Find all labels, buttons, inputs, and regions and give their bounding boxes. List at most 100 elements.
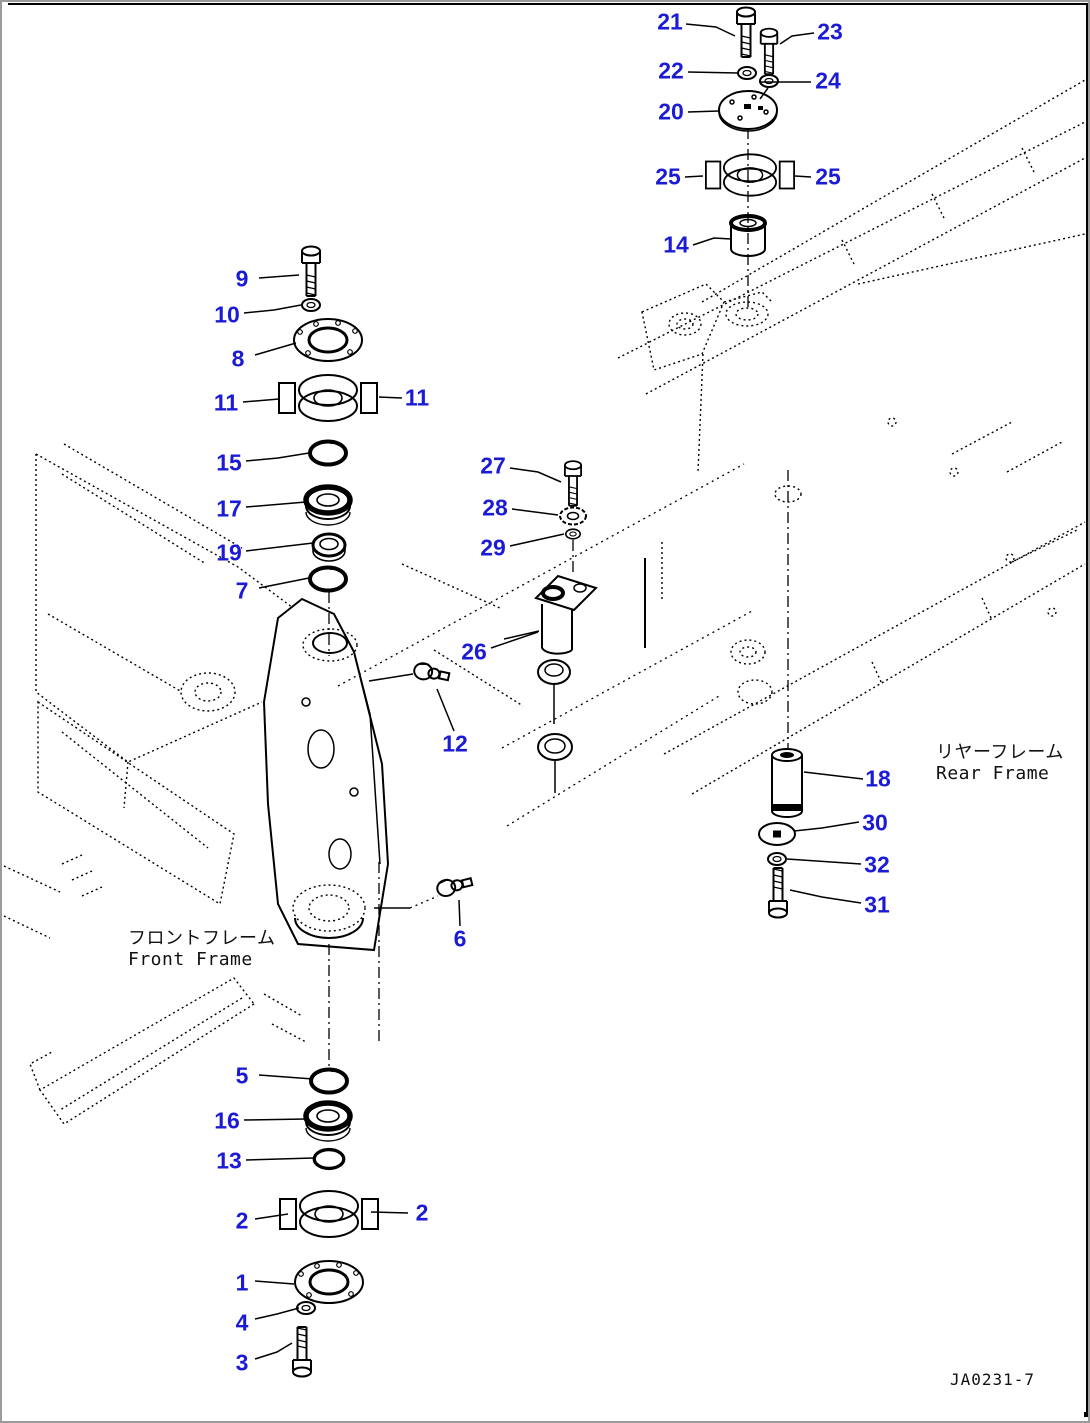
- leader-lines: [242, 23, 864, 1360]
- pin-bore-rings: [537, 659, 573, 793]
- part-8-cover-plate: [292, 317, 364, 363]
- callout-17: 17: [216, 495, 242, 522]
- callout-32: 32: [864, 851, 890, 878]
- part-15-ring: [308, 439, 348, 467]
- part-10-washer: [301, 298, 321, 312]
- callout-30: 30: [862, 809, 888, 836]
- part-22-washer: [737, 66, 757, 80]
- part-1-cover-plate: [293, 1259, 365, 1305]
- leader-line-27: [509, 467, 562, 483]
- callout-23: 23: [817, 18, 843, 45]
- callout-4: 4: [235, 1309, 249, 1336]
- part-32-spring-washer: [767, 852, 787, 866]
- leader-line-13: [245, 1157, 314, 1161]
- part-29-washer: [564, 528, 582, 540]
- callout-8: 8: [231, 345, 245, 372]
- callout-6: 6: [453, 925, 467, 952]
- callout-21: 21: [657, 8, 683, 35]
- leader-line-29: [509, 533, 565, 547]
- front-frame-label-en: Front Frame: [128, 949, 253, 971]
- callout-18: 18: [865, 765, 891, 792]
- callout-26: 26: [461, 638, 487, 665]
- rear-frame-art: [617, 79, 1086, 795]
- callout-1: 1: [235, 1269, 249, 1296]
- front-frame-label-jp: フロントフレーム: [128, 928, 276, 949]
- callout-28: 28: [482, 494, 508, 521]
- leader-line-30: [793, 821, 860, 832]
- part-5-ring: [309, 1067, 349, 1095]
- callout-14: 14: [663, 231, 689, 258]
- leader-line-5: [258, 1074, 314, 1080]
- leader-line-15: [245, 452, 310, 462]
- callout-24: 24: [815, 67, 841, 94]
- leader-line-32: [786, 858, 862, 865]
- callout-11: 11: [404, 384, 430, 411]
- leader-line-3: [254, 1342, 293, 1360]
- part-26-pin: [534, 574, 598, 655]
- part-9-hex-bolt: [301, 245, 321, 297]
- part-4-spring-washer: [296, 1301, 316, 1315]
- leader-line-14: [692, 237, 732, 246]
- part-3-hex-bolt: [292, 1326, 312, 1378]
- part-31-hex-bolt: [768, 867, 788, 919]
- part-6-grease-fitting: [434, 872, 475, 899]
- callout-10: 10: [214, 301, 240, 328]
- callout-12: 12: [442, 730, 468, 757]
- leader-line-1: [254, 1280, 295, 1285]
- leader-line-28: [511, 508, 559, 516]
- rear-frame-label-en: Rear Frame: [936, 763, 1050, 785]
- callout-15: 15: [216, 449, 242, 476]
- leader-line-7: [258, 577, 310, 589]
- part-24-washer: [759, 74, 779, 88]
- leader-line-19: [245, 542, 314, 552]
- callout-2: 2: [415, 1199, 429, 1226]
- part-7-ring: [308, 565, 348, 593]
- callout-9: 9: [235, 265, 249, 292]
- part-28-lock-washer: [559, 506, 587, 526]
- leader-line-26: [490, 631, 539, 649]
- callout-3: 3: [235, 1349, 249, 1376]
- leader-line-6: [458, 899, 461, 927]
- part-13-ring: [312, 1147, 346, 1171]
- leader-line-9: [258, 274, 300, 279]
- rear-frame-label: リヤーフレーム Rear Frame: [936, 742, 1064, 784]
- callout-11: 11: [213, 389, 239, 416]
- callout-20: 20: [658, 98, 684, 125]
- part-25-bearing: [705, 153, 795, 197]
- part-20-cover-plate: [718, 90, 778, 132]
- leader-line-17: [245, 501, 307, 508]
- part-2-bearing: [279, 1190, 379, 1238]
- leader-line-18: [803, 771, 864, 780]
- part-12-grease-fitting: [411, 660, 452, 686]
- leader-line-8: [254, 342, 297, 356]
- leader-line-21: [685, 23, 736, 37]
- part-17-seal: [306, 487, 350, 525]
- part-11-bearing: [278, 374, 378, 422]
- part-23-hex-bolt: [759, 27, 779, 76]
- rear-frame-label-jp: リヤーフレーム: [936, 742, 1064, 763]
- part-14-bushing: [729, 214, 767, 257]
- leader-line-25: [684, 175, 704, 178]
- callout-7: 7: [235, 577, 249, 604]
- part-19-collar: [311, 532, 347, 563]
- callout-5: 5: [235, 1062, 249, 1089]
- leader-line-16: [243, 1118, 307, 1121]
- leader-line-11: [378, 396, 403, 399]
- leader-line-20: [687, 110, 720, 113]
- leader-line-22: [687, 71, 739, 74]
- part-27-hex-bolt: [564, 460, 582, 507]
- callout-2: 2: [235, 1207, 249, 1234]
- leader-line-23: [779, 32, 815, 45]
- figure-code: JA0231-7: [950, 1370, 1036, 1389]
- sheet-border: [8, 3, 1088, 1417]
- leader-line-4: [254, 1307, 300, 1320]
- callout-19: 19: [216, 539, 242, 566]
- part-30-plate: [758, 822, 796, 846]
- callout-13: 13: [216, 1147, 242, 1174]
- part-16-seal: [306, 1103, 350, 1141]
- front-frame-label: フロントフレーム Front Frame: [128, 928, 275, 970]
- leader-line-11: [242, 398, 280, 403]
- leader-line-31: [789, 889, 862, 904]
- callout-16: 16: [214, 1107, 240, 1134]
